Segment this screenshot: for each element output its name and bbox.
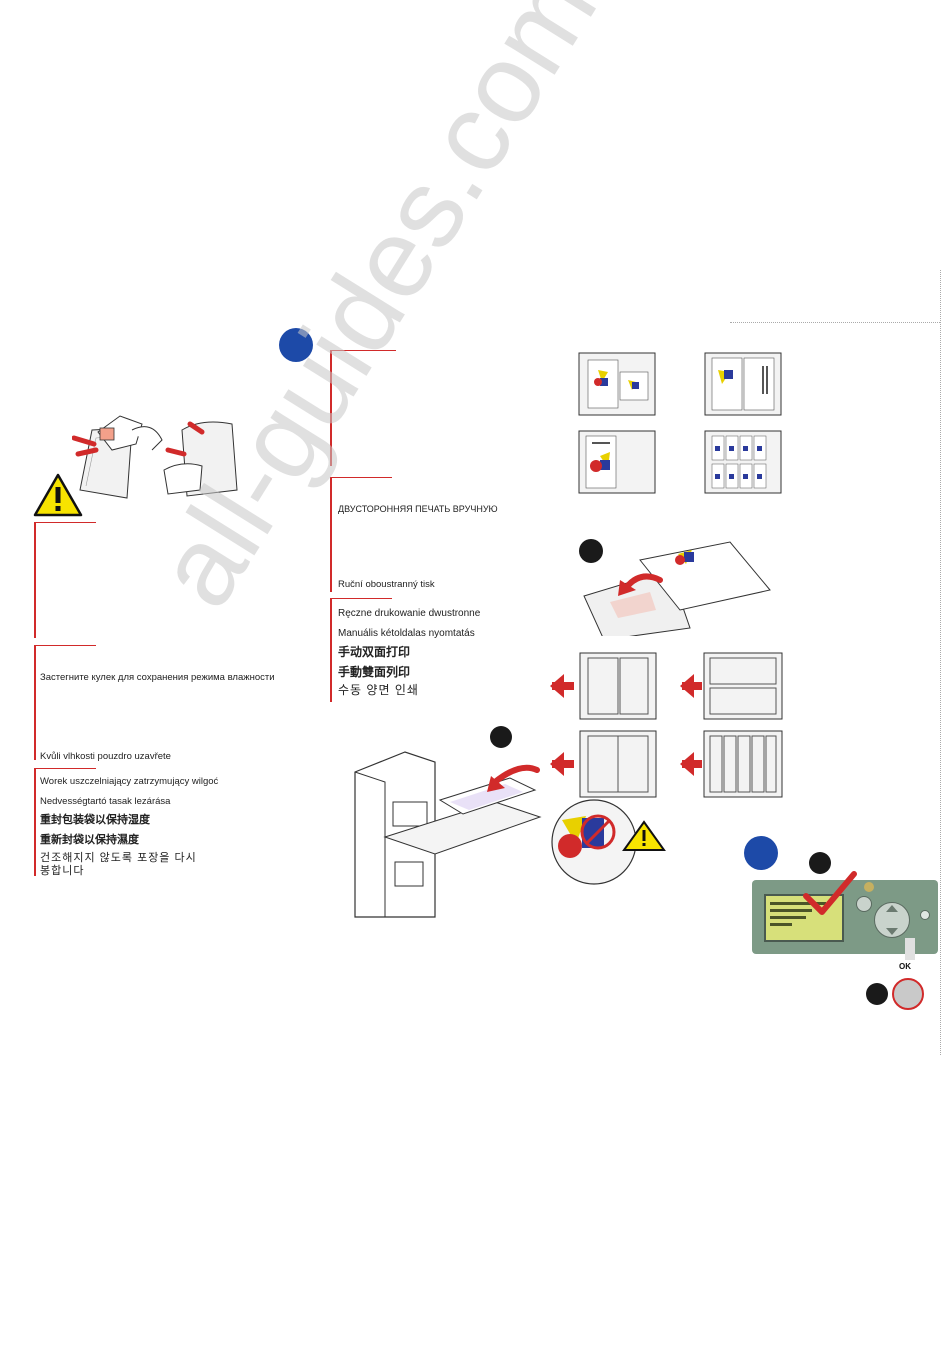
section-rule <box>34 768 96 769</box>
ok-label: OK <box>899 962 911 971</box>
step-marker-black <box>809 852 831 874</box>
layout-thumbnail-single <box>578 430 656 494</box>
navigation-pad[interactable] <box>874 902 910 938</box>
heading-text-cs: Ruční oboustranný tisk <box>338 579 435 590</box>
instruction-text-ru: Застегните кулек для сохранения режима в… <box>40 672 275 683</box>
watermark-text: all-guides.com <box>131 0 621 628</box>
seal-bag-illustration <box>72 415 238 499</box>
section-bar <box>34 522 36 638</box>
instruction-text-cs: Kvůli vlhkosti pouzdro uzavřete <box>40 751 171 762</box>
warning-icon <box>33 473 83 517</box>
ok-button[interactable] <box>892 978 924 1010</box>
section-rule <box>34 645 96 646</box>
section-rule <box>330 350 396 351</box>
section-bar <box>330 477 332 592</box>
arrow-down-icon[interactable] <box>886 928 898 935</box>
section-bar <box>34 768 36 876</box>
step-marker-black <box>490 726 512 748</box>
heading-text-ru: ДВУСТОРОННЯЯ ПЕЧАТЬ ВРУЧНУЮ <box>338 504 498 514</box>
instruction-text-zh-cn: 重封包装袋以保持湿度 <box>40 814 150 826</box>
instruction-text-hu: Nedvességtartó tasak lezárása <box>40 796 171 807</box>
section-bar <box>330 350 332 466</box>
step-marker-blue <box>744 836 778 870</box>
step-marker-blue <box>279 328 313 362</box>
page-edge-dotted-line <box>940 270 942 1055</box>
heading-text-hu: Manuális kétoldalas nyomtatás <box>338 628 475 639</box>
layout-thumbnail-2up <box>578 352 656 416</box>
info-button[interactable] <box>920 910 930 920</box>
instruction-text-ko-2: 봉합니다 <box>40 865 85 877</box>
back-button[interactable] <box>856 896 872 912</box>
heading-text-pl: Ręczne drukowanie dwustronne <box>338 608 481 619</box>
section-bar <box>34 645 36 760</box>
ok-callout-connector <box>905 938 915 960</box>
heading-text-zh-cn: 手动双面打印 <box>338 645 411 659</box>
layout-thumbnail-booklet <box>704 352 782 416</box>
layout-thumbnail-nup <box>704 430 782 494</box>
status-light-icon <box>864 882 874 892</box>
step-marker-black <box>866 983 888 1005</box>
section-divider-dotted-line <box>730 322 940 324</box>
printer-tray-illustration <box>354 751 542 918</box>
check-mark-icon <box>803 871 857 915</box>
heading-text-ko: 수동 양면 인쇄 <box>338 683 419 697</box>
control-panel <box>752 871 938 954</box>
section-rule <box>34 522 96 523</box>
instruction-text-pl: Worek uszczelniający zatrzymujący wilgoć <box>40 776 219 787</box>
step-marker-black <box>579 539 603 563</box>
section-rule <box>330 598 392 599</box>
section-rule <box>330 477 392 478</box>
heading-text-zh-tw: 手動雙面列印 <box>338 665 411 679</box>
incorrect-orientation-illustration <box>551 799 666 885</box>
orientation-thumbnail-2 <box>680 652 783 720</box>
instruction-text-zh-tw: 重新封袋以保持濕度 <box>40 834 139 846</box>
orientation-thumbnail-4 <box>680 730 783 798</box>
orientation-thumbnail-1 <box>550 652 657 720</box>
instruction-text-ko-1: 건조해지지 않도록 포장을 다시 <box>40 852 197 864</box>
arrow-up-icon[interactable] <box>886 905 898 912</box>
flip-page-illustration <box>583 541 771 636</box>
section-bar <box>330 598 332 702</box>
orientation-thumbnail-3 <box>550 730 657 798</box>
